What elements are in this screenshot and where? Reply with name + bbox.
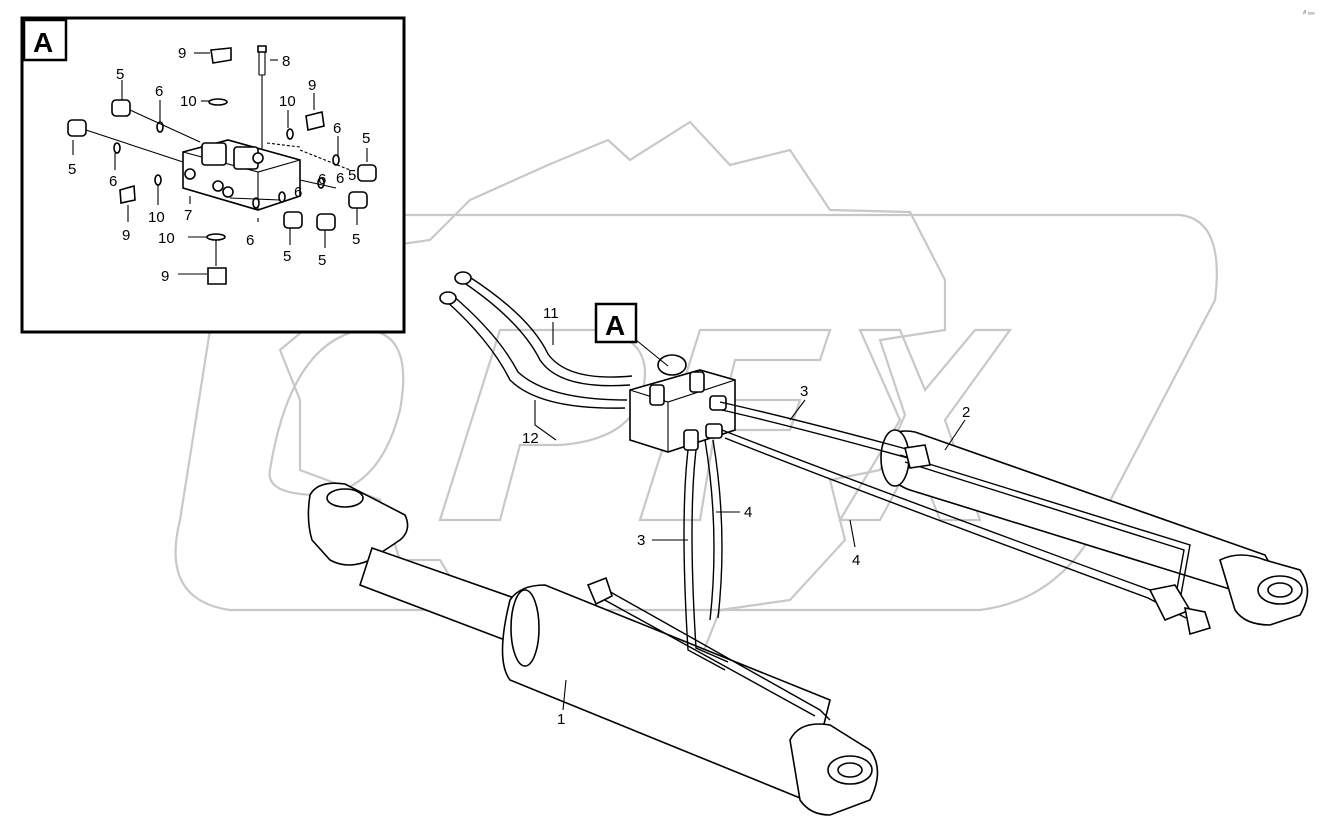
main-assembly: A 11 12 3 2 4 3 4 1 xyxy=(307,271,1309,816)
callout-label: 6 xyxy=(155,83,163,100)
callout-label: 9 xyxy=(122,227,130,244)
callout-label: 5 xyxy=(352,231,360,248)
callout-label: 12 xyxy=(522,430,539,447)
callout-label: 10 xyxy=(158,230,175,247)
callout-label: 5 xyxy=(318,252,326,269)
cylinder-1 xyxy=(307,482,879,816)
inset-letter: A xyxy=(33,27,53,58)
callout-label: 6 xyxy=(294,184,302,201)
callout-label: 9 xyxy=(178,45,186,62)
callout-label: 10 xyxy=(180,93,197,110)
callout-a: A xyxy=(594,302,669,367)
callout-label: 7 xyxy=(184,207,192,224)
main-valve-block xyxy=(629,354,736,453)
callout-label: 10 xyxy=(148,209,165,226)
callout-label: 6 xyxy=(336,170,344,187)
callout-label: 5 xyxy=(348,167,356,184)
callout-label: 6 xyxy=(246,232,254,249)
main-leaders xyxy=(534,322,966,711)
valve-block xyxy=(182,139,301,211)
corner-code: ᵢᵍ ₒₒₒ xyxy=(1303,10,1315,16)
callout-label: 6 xyxy=(333,120,341,137)
callout-label: 3 xyxy=(800,383,808,400)
fittings xyxy=(67,99,377,231)
callout-label: 5 xyxy=(283,248,291,265)
callout-label: 1 xyxy=(557,711,565,728)
o-rings xyxy=(113,98,340,241)
callout-label: 4 xyxy=(852,552,860,569)
callout-label: 8 xyxy=(282,53,290,70)
detail-a-inset: A xyxy=(20,16,406,334)
cylinder-2 xyxy=(880,429,1309,626)
hoses-11-12 xyxy=(439,271,633,409)
callout-label: 10 xyxy=(279,93,296,110)
main-callout-labels: 11 12 3 2 4 3 4 1 xyxy=(522,305,970,728)
callout-label: 11 xyxy=(543,305,559,322)
plugs xyxy=(119,47,325,285)
callout-label: 5 xyxy=(68,161,76,178)
callout-label: 5 xyxy=(116,66,124,83)
hoses-3-4 xyxy=(586,401,1212,721)
inset-leaders xyxy=(72,52,368,275)
callout-label: 2 xyxy=(962,404,970,421)
callout-letter: A xyxy=(605,310,625,341)
callout-label: 3 xyxy=(637,532,645,549)
inset-callout-labels: 9 8 5 6 10 10 9 5 6 5 6 6 5 6 7 10 9 6 5… xyxy=(68,45,370,285)
inset-letter-box xyxy=(22,18,68,62)
callout-label: 4 xyxy=(744,504,752,521)
callout-label: 6 xyxy=(109,173,117,190)
callout-label: 5 xyxy=(362,130,370,147)
callout-label: 9 xyxy=(161,268,169,285)
callout-label: 9 xyxy=(308,77,316,94)
callout-label: 6 xyxy=(318,171,326,188)
